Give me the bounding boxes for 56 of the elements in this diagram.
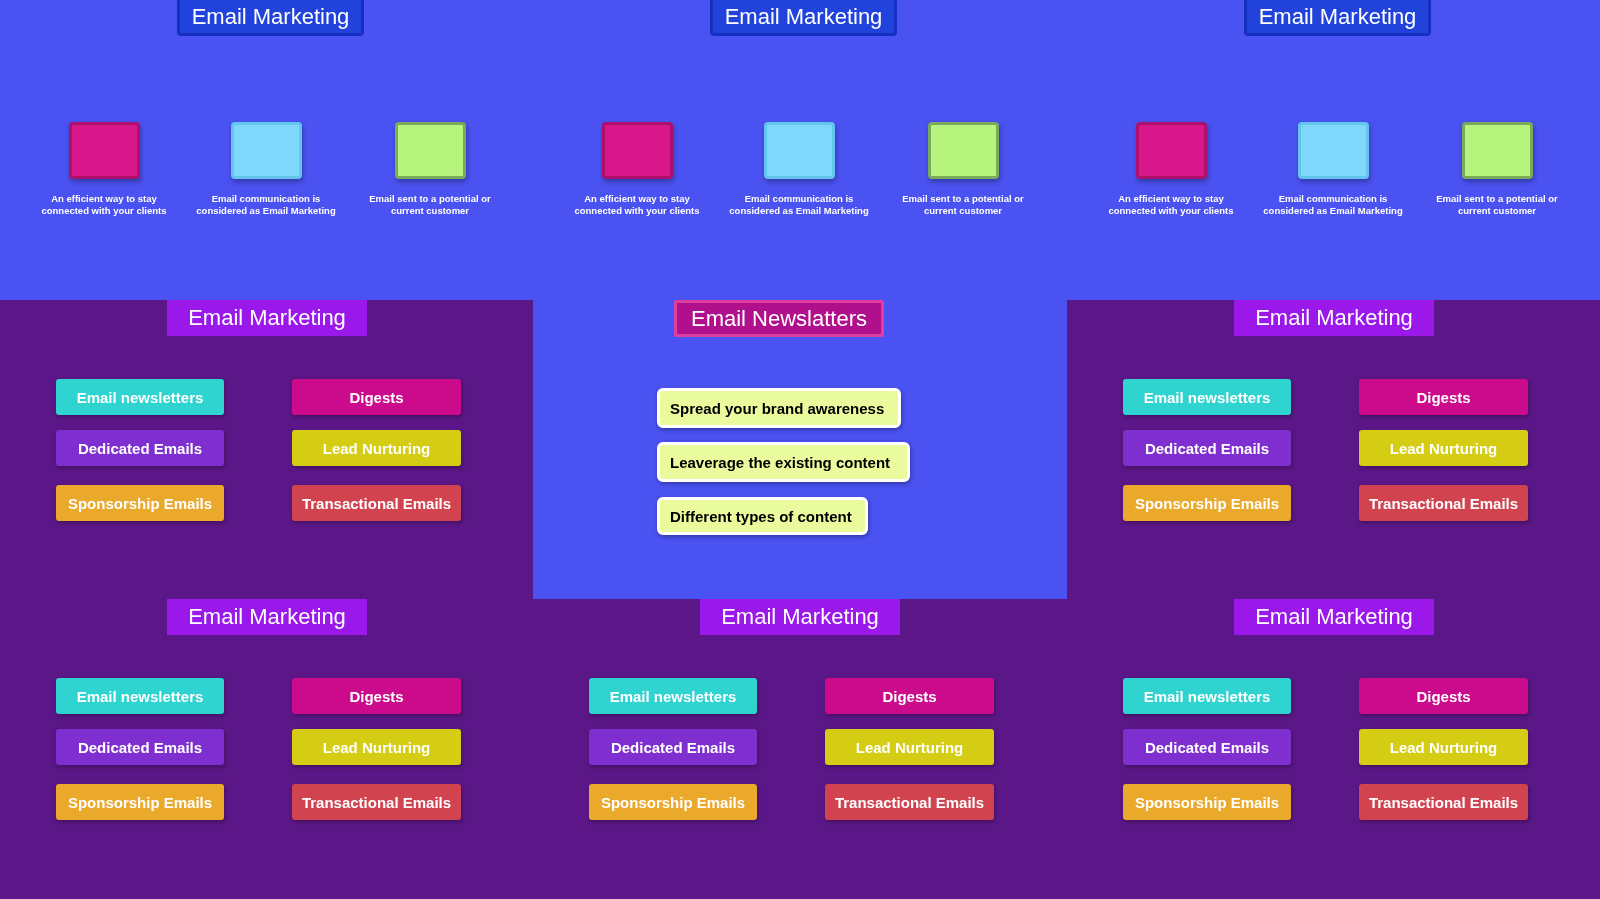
topic-tile: Sponsorship Emails (56, 784, 224, 820)
point-card: Spread your brand awareness (657, 388, 901, 428)
title-banner: Email Marketing (710, 0, 897, 36)
topic-tile: Sponsorship Emails (589, 784, 757, 820)
slide-panel (0, 0, 533, 300)
title-banner: Email Marketing (1244, 0, 1431, 36)
topic-tile: Dedicated Emails (1123, 430, 1291, 466)
title-banner: Email Newslatters (674, 300, 884, 337)
slide-panel (1067, 300, 1600, 599)
topic-tile: Lead Nurturing (292, 430, 461, 466)
title-banner: Email Marketing (177, 0, 364, 36)
tile-caption: Email sent to a potential or current customer (1435, 193, 1559, 217)
topic-tile: Sponsorship Emails (1123, 784, 1291, 820)
title-banner: Email Marketing (1234, 599, 1434, 635)
topic-tile: Dedicated Emails (1123, 729, 1291, 765)
slide-panel (1067, 0, 1600, 300)
topic-tile: Digests (292, 678, 461, 714)
topic-tile: Lead Nurturing (1359, 430, 1528, 466)
tile-caption: Email sent to a potential or current customer (901, 193, 1025, 217)
topic-tile: Sponsorship Emails (1123, 485, 1291, 521)
topic-tile: Dedicated Emails (56, 430, 224, 466)
topic-tile: Digests (825, 678, 994, 714)
tile-caption: Email communication is considered as Email Marketing (1262, 193, 1404, 217)
tile-caption: An efficient way to stay connected with your clients (40, 193, 168, 217)
topic-tile: Transactional Emails (292, 485, 461, 521)
topic-tile: Dedicated Emails (56, 729, 224, 765)
title-banner: Email Marketing (1234, 300, 1434, 336)
point-card: Leaverage the existing content (657, 442, 910, 482)
topic-tile: Email newsletters (589, 678, 757, 714)
topic-tile: Transactional Emails (1359, 784, 1528, 820)
topic-tile: Digests (1359, 379, 1528, 415)
tile-caption: An efficient way to stay connected with your clients (1107, 193, 1235, 217)
tile-caption: Email communication is considered as Email Marketing (195, 193, 337, 217)
topic-tile: Transactional Emails (1359, 485, 1528, 521)
point-card: Different types of content (657, 497, 868, 535)
topic-tile: Lead Nurturing (1359, 729, 1528, 765)
topic-tile: Transactional Emails (825, 784, 994, 820)
slide-panel (533, 300, 1067, 599)
title-banner: Email Marketing (167, 300, 367, 336)
topic-tile: Email newsletters (1123, 678, 1291, 714)
tile-caption: Email sent to a potential or current customer (368, 193, 492, 217)
tile-caption: Email communication is considered as Email Marketing (728, 193, 870, 217)
topic-tile: Digests (292, 379, 461, 415)
topic-tile: Transactional Emails (292, 784, 461, 820)
topic-tile: Email newsletters (56, 379, 224, 415)
slide-panel (0, 300, 533, 599)
topic-tile: Email newsletters (56, 678, 224, 714)
topic-tile: Digests (1359, 678, 1528, 714)
topic-tile: Lead Nurturing (292, 729, 461, 765)
topic-tile: Email newsletters (1123, 379, 1291, 415)
topic-tile: Dedicated Emails (589, 729, 757, 765)
tile-caption: An efficient way to stay connected with your clients (573, 193, 701, 217)
title-banner: Email Marketing (167, 599, 367, 635)
title-banner: Email Marketing (700, 599, 900, 635)
topic-tile: Sponsorship Emails (56, 485, 224, 521)
topic-tile: Lead Nurturing (825, 729, 994, 765)
